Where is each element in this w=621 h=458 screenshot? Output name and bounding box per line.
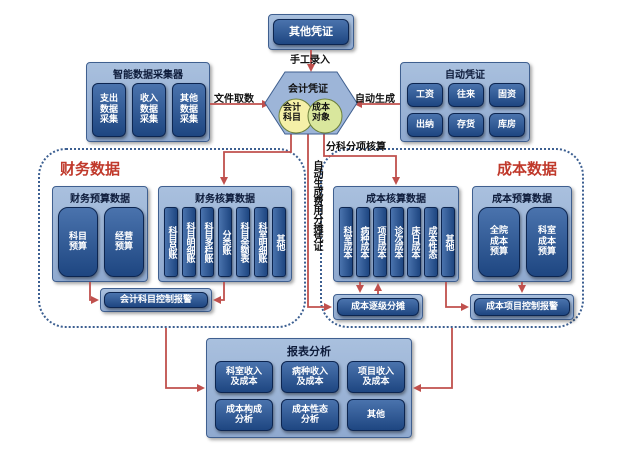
finance-budget-panel: 财务预算数据 科目 预算 经营 预算 bbox=[52, 186, 148, 282]
cost-accounting-item[interactable]: 项目成本 bbox=[373, 207, 387, 277]
auto-voucher-receivables[interactable]: 往来 bbox=[448, 83, 484, 107]
auto-generate-label: 自动生成 bbox=[355, 94, 395, 105]
arrow-cost-to-report bbox=[413, 328, 453, 392]
cost-accounting-item[interactable]: 床日成本 bbox=[407, 207, 421, 277]
finance-accounting-item[interactable]: 科目明细账 bbox=[182, 207, 196, 277]
finance-accounting-item[interactable]: 其他 bbox=[272, 207, 286, 277]
auto-allocation-voucher-label: 自动生成费用分摊凭证 bbox=[311, 160, 322, 250]
cost-control-panel: 成本项目控制报警 bbox=[470, 294, 574, 320]
report-panel: 报表分析 科室收入 及成本 病种收入 及成本 项目收入 及成本 成本构成 分析 … bbox=[206, 338, 412, 438]
finance-section-title: 财务数据 bbox=[60, 160, 121, 178]
finance-section-frame bbox=[38, 148, 306, 328]
auto-voucher-fixed-assets[interactable]: 固资 bbox=[489, 83, 525, 107]
arrow-voucher-to-cost bbox=[323, 130, 400, 185]
data-collector-panel: 智能数据采集器 支出 数据 采集 收入 数据 采集 其他 数据 采集 bbox=[86, 62, 210, 142]
manual-entry-label: 手工录入 bbox=[290, 55, 330, 66]
cost-budget-panel: 成本预算数据 全院 成本 预算 科室 成本 预算 bbox=[472, 186, 572, 282]
cost-control-alert[interactable]: 成本项目控制报警 bbox=[474, 298, 570, 316]
accounting-voucher-title: 会计凭证 bbox=[288, 84, 328, 95]
finance-accounting-item[interactable]: 科目总账 bbox=[164, 207, 178, 277]
report-dept-income-cost[interactable]: 科室收入 及成本 bbox=[215, 361, 273, 393]
finance-budget-operating[interactable]: 经营 预算 bbox=[104, 207, 144, 277]
cost-accounting-item[interactable]: 其他 bbox=[441, 207, 455, 277]
finance-budget-title: 财务预算数据 bbox=[70, 194, 130, 205]
arrow-cost-accounting-control bbox=[445, 282, 469, 311]
arrow-finance-accounting-control bbox=[213, 282, 225, 304]
auto-voucher-inventory[interactable]: 存货 bbox=[448, 113, 484, 137]
cost-accounting-item[interactable]: 诊次成本 bbox=[390, 207, 404, 277]
cost-object-label: 成本 对象 bbox=[312, 103, 331, 124]
file-import-label: 文件取数 bbox=[214, 94, 254, 105]
cost-object-circle bbox=[307, 98, 343, 134]
cost-section-frame bbox=[320, 148, 584, 328]
cost-section-title: 成本数据 bbox=[497, 160, 558, 178]
collector-item-other[interactable]: 其他 数据 采集 bbox=[172, 83, 206, 137]
collector-item-income[interactable]: 收入 数据 采集 bbox=[132, 83, 166, 137]
cost-accounting-panel: 成本核算数据 科室成本 病种成本 项目成本 诊次成本 床日成本 成本性态 其他 bbox=[333, 186, 459, 282]
cost-accounting-item[interactable]: 科室成本 bbox=[339, 207, 353, 277]
cost-accounting-title: 成本核算数据 bbox=[366, 194, 426, 205]
report-title: 报表分析 bbox=[287, 345, 331, 358]
data-collector-title: 智能数据采集器 bbox=[113, 70, 183, 81]
collector-item-expense[interactable]: 支出 数据 采集 bbox=[92, 83, 126, 137]
other-voucher-box[interactable]: 其他凭证 bbox=[273, 19, 349, 45]
other-voucher-panel: 其他凭证 bbox=[268, 14, 354, 50]
subject-control-alert[interactable]: 会计科目控制报警 bbox=[104, 292, 208, 308]
finance-accounting-title: 财务核算数据 bbox=[195, 194, 255, 205]
auto-voucher-salary[interactable]: 工资 bbox=[407, 83, 443, 107]
arrow-finance-budget-control bbox=[89, 282, 99, 304]
allocation-by-subject-label: 分科分项核算 bbox=[326, 142, 386, 153]
finance-control-panel: 会计科目控制报警 bbox=[100, 288, 212, 312]
auto-voucher-cashier[interactable]: 出纳 bbox=[407, 113, 443, 137]
report-project-income-cost[interactable]: 项目收入 及成本 bbox=[347, 361, 405, 393]
finance-accounting-item[interactable]: 科目多栏账 bbox=[200, 207, 214, 277]
finance-accounting-panel: 财务核算数据 科目总账 科目明细账 科目多栏账 分类账 科目余额表 科室明细账 … bbox=[158, 186, 292, 282]
cost-allocation-box[interactable]: 成本逐级分摊 bbox=[337, 298, 419, 316]
report-disease-income-cost[interactable]: 病种收入 及成本 bbox=[281, 361, 339, 393]
finance-budget-subject[interactable]: 科目 预算 bbox=[58, 207, 98, 277]
auto-voucher-title: 自动凭证 bbox=[445, 70, 485, 81]
report-cost-composition[interactable]: 成本构成 分析 bbox=[215, 399, 273, 431]
report-cost-behavior[interactable]: 成本性态 分析 bbox=[281, 399, 339, 431]
cost-budget-hospital[interactable]: 全院 成本 预算 bbox=[478, 207, 520, 277]
cost-budget-title: 成本预算数据 bbox=[492, 194, 552, 205]
report-other[interactable]: 其他 bbox=[347, 399, 405, 431]
finance-accounting-item[interactable]: 分类账 bbox=[218, 207, 232, 277]
cost-accounting-item[interactable]: 病种成本 bbox=[356, 207, 370, 277]
cost-budget-department[interactable]: 科室 成本 预算 bbox=[526, 207, 568, 277]
auto-voucher-panel: 自动凭证 工资 往来 固资 出纳 存货 库房 bbox=[400, 62, 530, 142]
cost-accounting-item[interactable]: 成本性态 bbox=[424, 207, 438, 277]
arrow-voucher-to-finance bbox=[220, 130, 292, 185]
finance-accounting-item[interactable]: 科室明细账 bbox=[254, 207, 268, 277]
arrow-auto-allocation bbox=[307, 132, 332, 311]
accounting-subject-label: 会计 科目 bbox=[283, 103, 302, 124]
arrow-finance-to-report bbox=[165, 328, 205, 392]
finance-accounting-item[interactable]: 科目余额表 bbox=[236, 207, 250, 277]
auto-voucher-warehouse[interactable]: 库房 bbox=[489, 113, 525, 137]
cost-allocation-panel: 成本逐级分摊 bbox=[333, 294, 423, 320]
